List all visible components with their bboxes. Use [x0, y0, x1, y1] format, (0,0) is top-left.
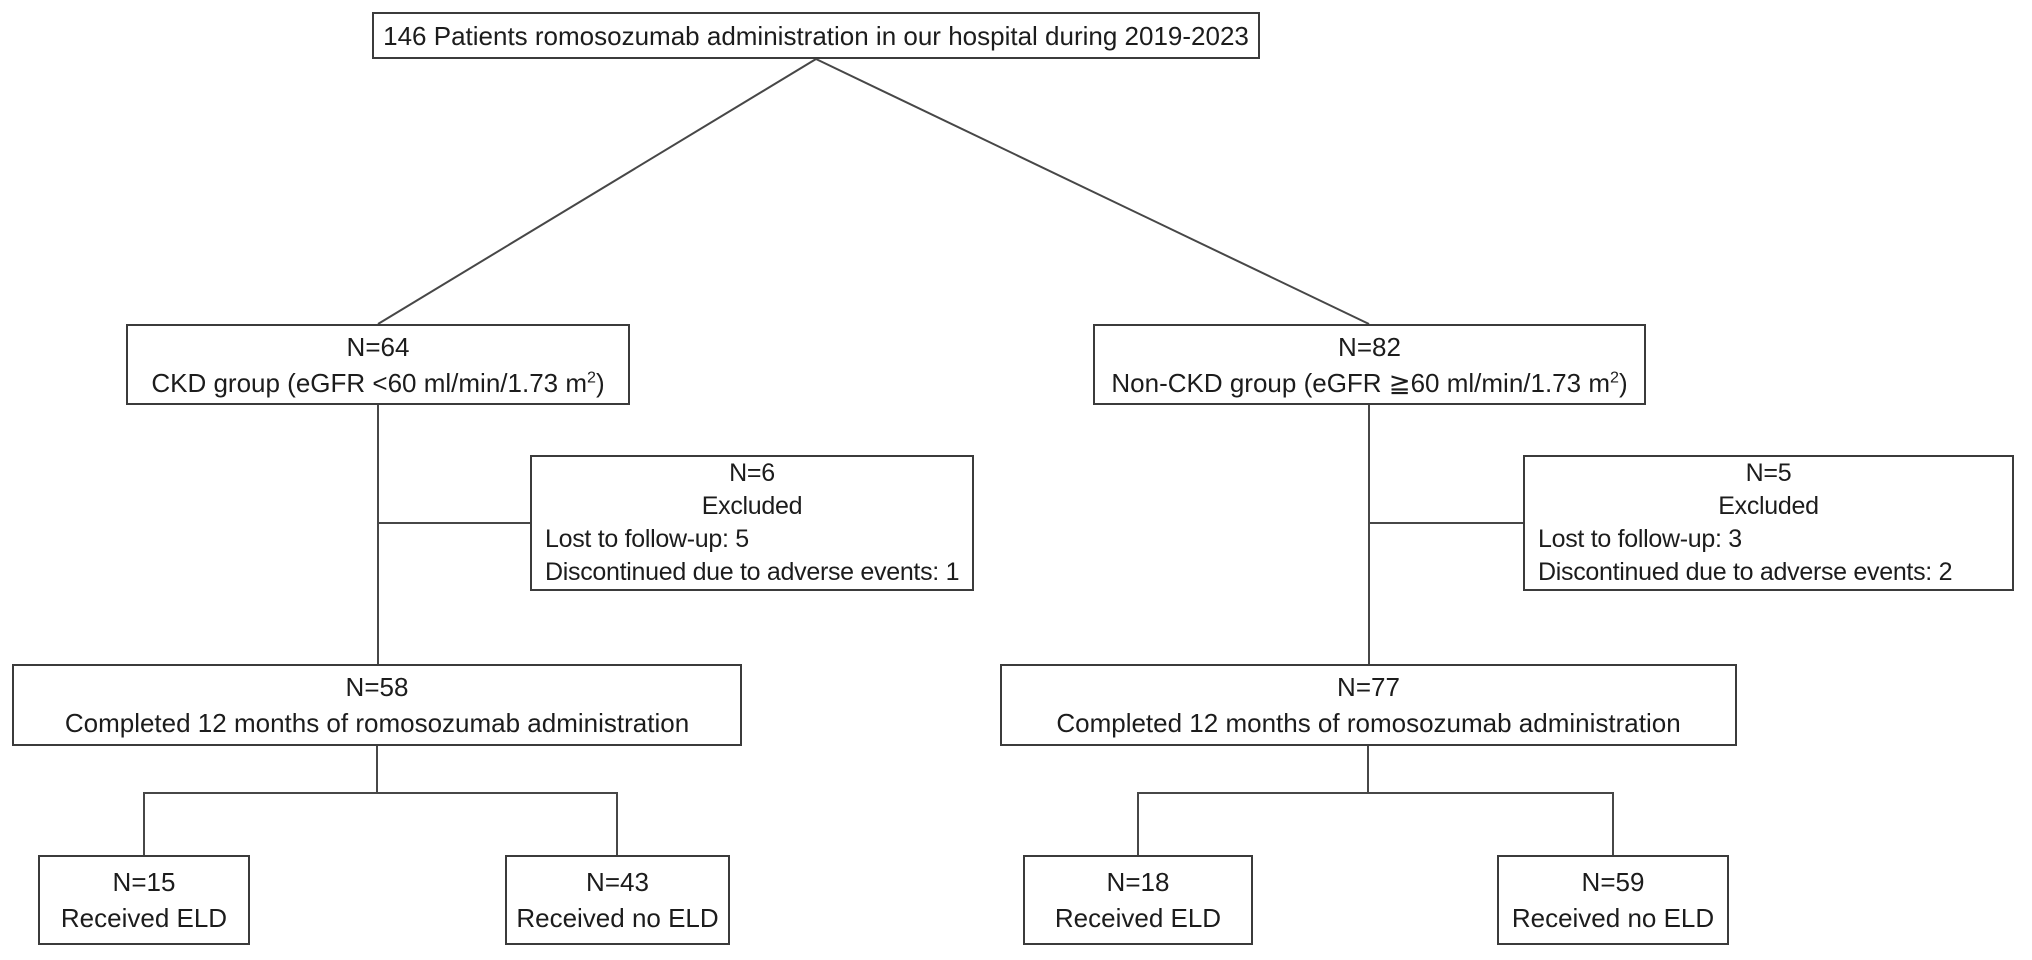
ckd-group-n: N=64 — [346, 331, 410, 362]
nonckd-completed-label: Completed 12 months of romosozumab admin… — [1056, 708, 1681, 738]
ckd-no-eld-box: N=43 Received no ELD — [505, 855, 730, 945]
nonckd-excluded-reason: Discontinued due to adverse events: 2 — [1538, 558, 1953, 586]
ckd-completed-box: N=58 Completed 12 months of romosozumab … — [12, 664, 742, 746]
superscript-2: 2 — [1609, 367, 1619, 386]
ckd-no-eld-label: Received no ELD — [516, 903, 719, 933]
superscript-2: 2 — [587, 367, 596, 386]
ckd-completed-label: Completed 12 months of romosozumab admin… — [64, 708, 690, 738]
nonckd-no-eld-label: Received no ELD — [1511, 903, 1715, 933]
nonckd-excluded-box: N=5 Excluded Lost to follow-up: 3 Discon… — [1523, 455, 2014, 591]
nonckd-eld-label: Received ELD — [1054, 903, 1222, 933]
ckd-eld-label: Received ELD — [60, 903, 228, 933]
nonckd-excluded-n: N=5 — [1745, 459, 1792, 487]
nonckd-eld-box: N=18 Received ELD — [1023, 855, 1253, 945]
ckd-excluded-reason: Lost to follow-up: 5 — [545, 525, 749, 553]
nonckd-group-box: N=82 Non-CKD group (eGFR ≧60 ml/min/1.73… — [1093, 324, 1646, 405]
ckd-excluded-box: N=6 Excluded Lost to follow-up: 5 Discon… — [530, 455, 974, 591]
nonckd-completed-box: N=77 Completed 12 months of romosozumab … — [1000, 664, 1737, 746]
diagonal-line-to-nonckd — [815, 58, 1370, 325]
nonckd-no-eld-box: N=59 Received no ELD — [1497, 855, 1729, 945]
ckd-excluded-reason: Discontinued due to adverse events: 1 — [545, 558, 960, 586]
ckd-group-label: CKD group (eGFR <60 ml/min/1.73 m2) — [151, 367, 605, 398]
ckd-excluded-n: N=6 — [729, 459, 775, 487]
diagonal-line-to-ckd — [377, 58, 817, 325]
nonckd-excluded-title: Excluded — [1718, 492, 1819, 520]
ckd-no-eld-n: N=43 — [586, 867, 649, 897]
title-box: 146 Patients romosozumab administration … — [372, 12, 1260, 59]
ckd-completed-n: N=58 — [345, 672, 409, 702]
nonckd-completed-n: N=77 — [1337, 672, 1400, 702]
nonckd-no-eld-n: N=59 — [1581, 867, 1645, 897]
title-box-text: 146 Patients romosozumab administration … — [383, 20, 1249, 51]
nonckd-group-label: Non-CKD group (eGFR ≧60 ml/min/1.73 m2) — [1111, 367, 1628, 398]
ckd-eld-box: N=15 Received ELD — [38, 855, 250, 945]
nonckd-excluded-reason: Lost to follow-up: 3 — [1538, 525, 1742, 553]
nonckd-group-n: N=82 — [1338, 331, 1401, 362]
ckd-eld-n: N=15 — [112, 867, 176, 897]
ckd-excluded-title: Excluded — [701, 492, 803, 520]
nonckd-eld-n: N=18 — [1106, 867, 1170, 897]
ckd-group-box: N=64 CKD group (eGFR <60 ml/min/1.73 m2) — [126, 324, 630, 405]
